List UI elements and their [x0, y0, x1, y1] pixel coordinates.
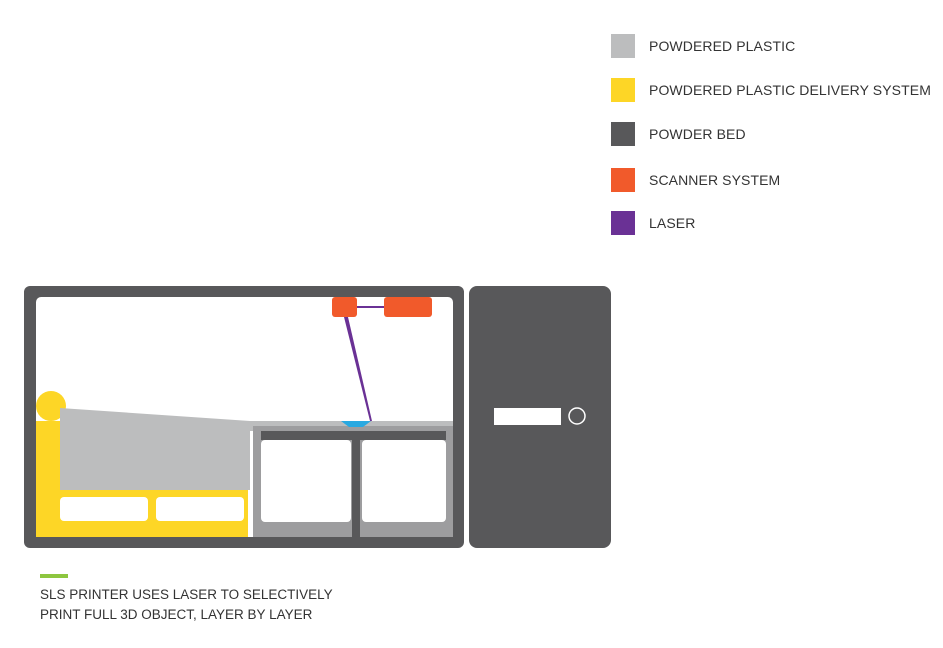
- control-display: [494, 408, 561, 425]
- power-button-icon: [568, 407, 586, 425]
- legend-label-powdered-plastic: POWDERED PLASTIC: [649, 38, 796, 54]
- caption-line-2: PRINT FULL 3D OBJECT, LAYER BY LAYER: [40, 607, 313, 622]
- powder-ramp: [60, 408, 250, 490]
- powder-bed-piston: [352, 431, 360, 537]
- legend-swatch-scanner-system: [611, 168, 635, 192]
- legend-swatch-laser: [611, 211, 635, 235]
- legend-swatch-powder-bed: [611, 122, 635, 146]
- bed-window-right: [362, 440, 446, 522]
- powder-roller: [36, 391, 66, 421]
- legend-swatch-delivery-system: [611, 78, 635, 102]
- caption-line-1: SLS PRINTER USES LASER TO SELECTIVELY: [40, 587, 333, 602]
- legend-label-scanner-system: SCANNER SYSTEM: [649, 172, 781, 188]
- scanner-mirror: [332, 297, 357, 317]
- caption: SLS PRINTER USES LASER TO SELECTIVELY PR…: [40, 585, 333, 625]
- delivery-window-right: [156, 497, 244, 521]
- laser-beam: [344, 317, 372, 421]
- delivery-window-left: [60, 497, 148, 521]
- printed-object: [341, 421, 371, 427]
- legend-label-powder-bed: POWDER BED: [649, 126, 746, 142]
- legend-item-delivery-system: POWDERED PLASTIC DELIVERY SYSTEM: [611, 78, 931, 102]
- legend-label-laser: LASER: [649, 215, 696, 231]
- legend-item-powdered-plastic: POWDERED PLASTIC: [611, 34, 795, 58]
- powder-supply: [60, 421, 245, 490]
- legend-item-powder-bed: POWDER BED: [611, 122, 746, 146]
- legend-label-delivery-system: POWDERED PLASTIC DELIVERY SYSTEM: [649, 82, 931, 98]
- legend-item-scanner-system: SCANNER SYSTEM: [611, 168, 780, 192]
- legend-item-laser: LASER: [611, 211, 695, 235]
- legend-swatch-powdered-plastic: [611, 34, 635, 58]
- scanner-laser-unit: [384, 297, 432, 317]
- bed-window-left: [261, 440, 351, 522]
- caption-accent-bar: [40, 574, 68, 578]
